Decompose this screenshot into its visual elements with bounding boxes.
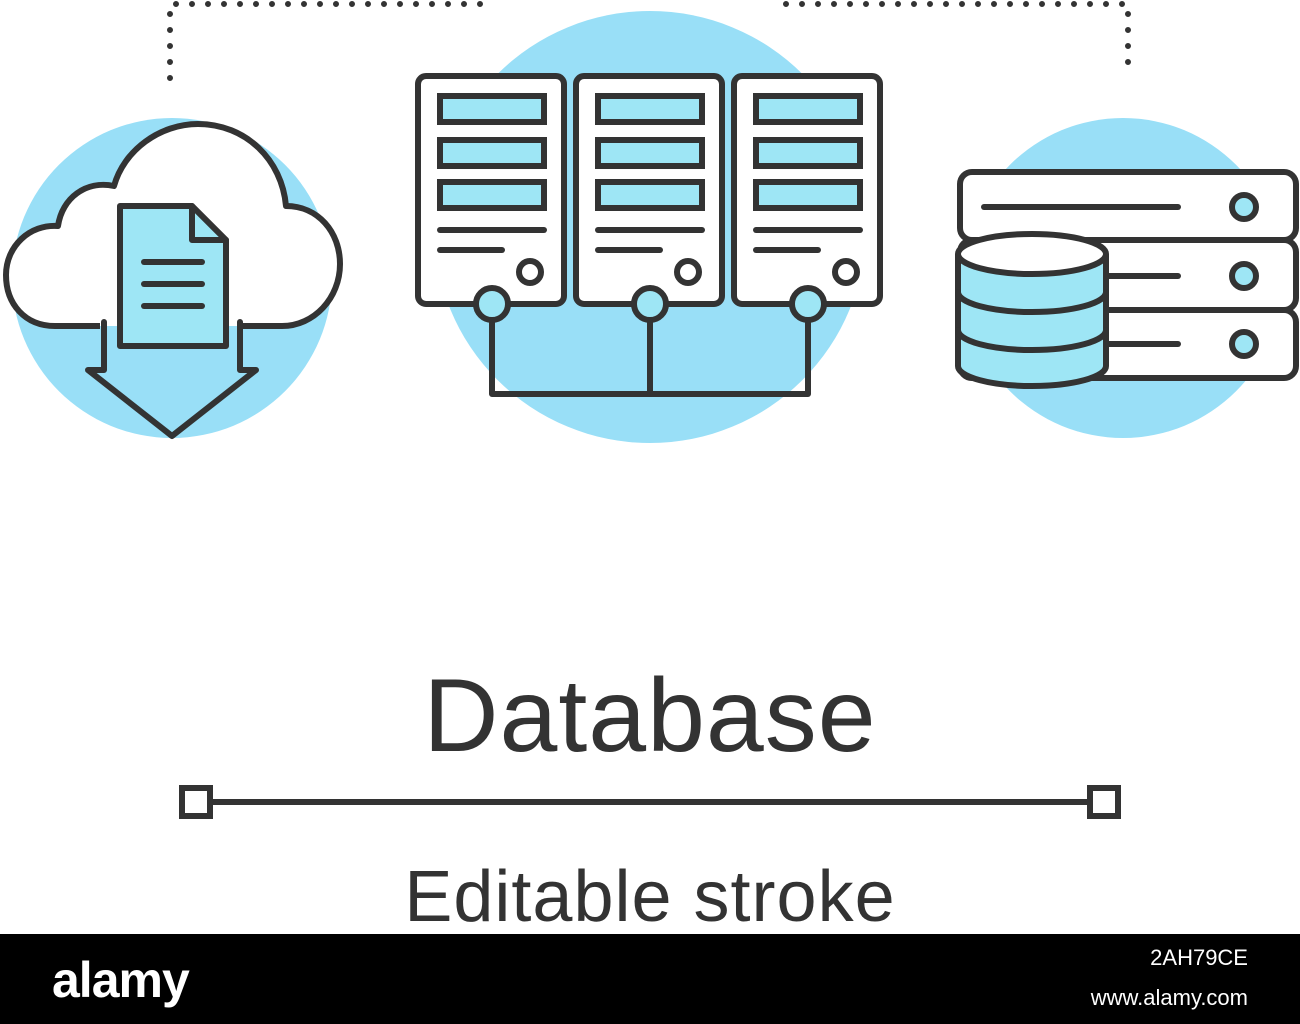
watermark-image-id: 2AH79CE bbox=[1150, 945, 1248, 970]
editable-stroke-divider bbox=[179, 785, 1121, 819]
concept-title: Database bbox=[423, 658, 877, 774]
server-unit bbox=[415, 73, 567, 307]
database-storage-icon bbox=[955, 169, 1299, 389]
database-concept-artwork bbox=[3, 1, 1299, 819]
server-rack-icon bbox=[415, 73, 883, 397]
concept-caption: Editable stroke bbox=[404, 857, 896, 937]
network-node bbox=[789, 285, 827, 323]
watermark-bar: alamy 2AH79CE www.alamy.com bbox=[0, 934, 1300, 1024]
watermark-site: www.alamy.com bbox=[1090, 985, 1248, 1010]
server-unit bbox=[573, 73, 725, 307]
server-unit bbox=[731, 73, 883, 307]
network-node bbox=[631, 285, 669, 323]
watermark-logo: alamy bbox=[52, 952, 190, 1008]
network-node bbox=[473, 285, 511, 323]
dotted-connector bbox=[167, 1, 1131, 81]
cloud-download-icon bbox=[3, 121, 343, 439]
